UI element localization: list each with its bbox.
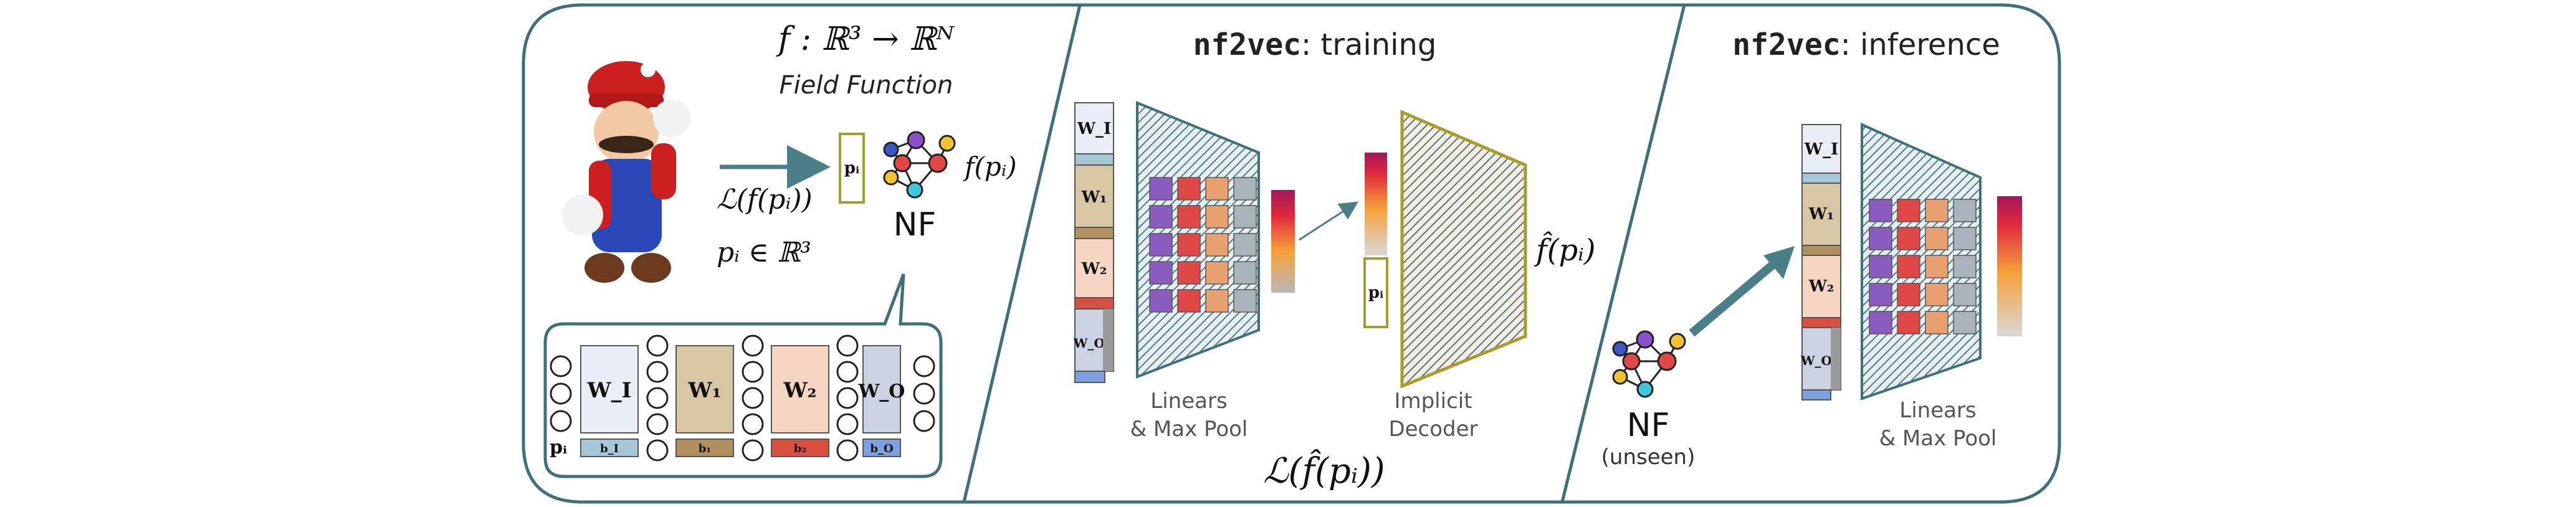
mlp-weight-output: W_O b_O (858, 345, 905, 457)
training-encoder-label-1: Linears (1150, 389, 1227, 414)
svg-text:W₂: W₂ (1808, 277, 1834, 296)
field-function-caption: Field Function (780, 71, 953, 100)
separator-left (962, 4, 1082, 503)
svg-text:W₂: W₂ (1081, 260, 1107, 278)
inference-weight-stack: W_I W₁ W₂ W_O (1800, 124, 1841, 400)
mlp-weight-hidden1: W₁ b₁ (675, 345, 734, 457)
inference-embedding (1997, 196, 2022, 336)
inference-arrow (1689, 261, 1776, 337)
svg-text:b₂: b₂ (794, 442, 806, 455)
svg-text:W₁: W₁ (1808, 205, 1834, 224)
decoder-label-1: Implicit (1394, 389, 1472, 414)
training-encoder-label-2: & Max Pool (1130, 417, 1248, 442)
mario-figure (562, 61, 690, 283)
mlp-weight-hidden2: W₂ b₂ (771, 345, 829, 457)
point-box (839, 133, 865, 204)
mlp-input-label: pᵢ (550, 437, 567, 458)
svg-text:W_O: W_O (1800, 353, 1832, 368)
decoder-input-point-label: pᵢ (1368, 283, 1383, 302)
nf-domain-label: pᵢ ∈ ℝ³ (717, 237, 811, 268)
nf-output-label: f(pᵢ) (963, 151, 1017, 182)
inference-nf-icon (1612, 330, 1686, 398)
training-title: nf2vec: training (1193, 27, 1437, 62)
inference-encoder-label-2: & Max Pool (1879, 426, 1997, 451)
svg-text:W_I: W_I (1804, 140, 1838, 159)
decoder-input-point (1363, 257, 1388, 328)
svg-text:b_I: b_I (600, 442, 619, 455)
field-function-formula: f : ℝ³ → ℝᴺ (776, 21, 955, 58)
svg-text:W₁: W₁ (1081, 188, 1107, 207)
decoder-input-embedding (1365, 153, 1387, 255)
svg-text:W_I: W_I (1077, 120, 1111, 138)
inference-nf-sublabel: (unseen) (1601, 445, 1696, 470)
separator-right (1560, 4, 1686, 503)
mlp-neurons (550, 334, 935, 462)
svg-text:b₁: b₁ (699, 442, 711, 455)
inference-encoder-label-1: Linears (1899, 398, 1976, 423)
svg-text:W₂: W₂ (783, 378, 816, 403)
inference-encoder-grid (1869, 199, 1977, 334)
svg-text:b_O: b_O (870, 442, 893, 455)
svg-text:W₁: W₁ (687, 378, 721, 403)
svg-text:W_O: W_O (1073, 336, 1105, 351)
mlp-weight-input: W_I b_I (580, 345, 639, 457)
svg-text:W_I: W_I (586, 378, 631, 403)
training-embedding (1271, 190, 1295, 293)
training-loss-label: ℒ(f̂(pᵢ)) (1263, 448, 1385, 491)
training-output-label: f̂(pᵢ) (1534, 231, 1596, 268)
inference-title: nf2vec: inference (1732, 27, 2000, 62)
svg-text:W_O: W_O (858, 381, 905, 402)
inference-arrowhead (1763, 246, 1795, 279)
inference-nf-label: NF (1627, 407, 1670, 444)
outer-frame (522, 3, 2061, 504)
nf-loss-label: ℒ(f(pᵢ)) (717, 184, 813, 216)
nf-network-icon (883, 131, 956, 199)
point-label: pᵢ (844, 159, 859, 178)
decoder-label-2: Decoder (1388, 417, 1477, 442)
training-encoder-grid (1149, 177, 1257, 313)
training-weight-stack: W_I W₁ W₂ W_O (1073, 102, 1114, 383)
nf-label: NF (894, 206, 937, 244)
implicit-decoder (1400, 110, 1527, 389)
training-embedding-arrow (1299, 201, 1359, 241)
